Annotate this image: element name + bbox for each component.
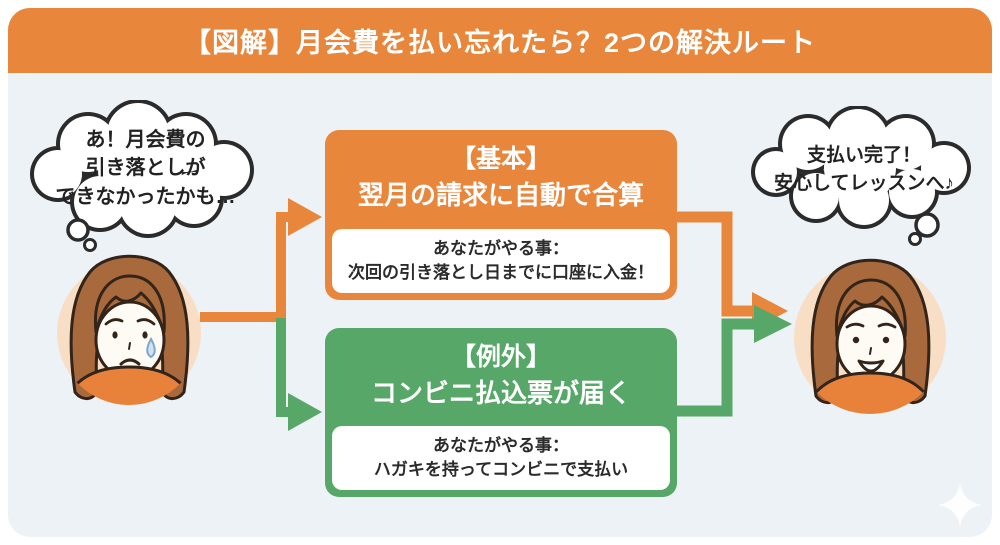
route-box-exception: 【例外】 コンビニ払込票が届く あなたがやる事： ハガキを持ってコンビニで支払い xyxy=(325,328,677,497)
route-basic-title: 【基本】 翌月の請求に自動で合算 xyxy=(325,130,677,226)
route-exception-action-label: あなたがやる事： xyxy=(433,436,569,456)
left-eye xyxy=(852,336,860,344)
thought-bubble-right: 支払い完了！ 安心してレッスンへ♪ xyxy=(750,106,978,248)
tear-drop xyxy=(146,336,156,359)
route-basic-heading: 翌月の請求に自動で合算 xyxy=(357,180,644,211)
bubble-tail-dot-large xyxy=(66,218,90,242)
route-exception-action-panel: あなたがやる事： ハガキを持ってコンビニで支払い xyxy=(332,426,670,490)
thought-cloud-icon xyxy=(30,100,254,252)
thought-bubble-left: あ！月会費の 引き落としが できなかったかも… xyxy=(28,100,263,252)
hair-bangs xyxy=(93,274,166,334)
route-box-basic: 【基本】 翌月の請求に自動で合算 あなたがやる事： 次回の引き落とし日までに口座… xyxy=(325,130,677,300)
route-basic-action-text: 次回の引き落とし日までに口座に入金！ xyxy=(348,263,654,282)
left-bubble-text: あ！月会費の 引き落としが できなかったかも… xyxy=(55,129,236,208)
left-eye xyxy=(112,331,118,339)
page-title: 【図解】月会費を払い忘れたら？2つの解決ルート xyxy=(183,28,816,58)
thought-cloud-icon xyxy=(751,106,971,246)
bubble-tail-dot-small xyxy=(908,232,922,246)
route-basic-action-panel: あなたがやる事： 次回の引き落とし日までに口座に入金！ xyxy=(332,229,670,293)
nose xyxy=(128,342,131,350)
right-eye xyxy=(142,331,148,339)
route-exception-tag: 【例外】 xyxy=(450,343,551,372)
right-eyebrow xyxy=(136,318,156,326)
hair-bangs xyxy=(834,278,907,338)
route-basic-tag: 【基本】 xyxy=(450,145,551,174)
route-basic-action-label: あなたがやる事： xyxy=(433,239,569,259)
worried-woman-illustration xyxy=(57,254,201,405)
route-exception-action-text: ハガキを持ってコンビニで支払い xyxy=(373,460,629,479)
sparkle-icon xyxy=(938,483,982,527)
nose xyxy=(869,347,872,355)
right-eyebrow xyxy=(877,322,897,329)
route-exception-title: 【例外】 コンビニ払込票が届く xyxy=(325,328,677,424)
right-eye xyxy=(882,336,890,344)
title-banner: 【図解】月会費を払い忘れたら？2つの解決ルート xyxy=(8,8,992,73)
smile-mouth xyxy=(857,359,885,373)
left-eyebrow xyxy=(845,322,865,329)
route-exception-heading: コンビニ払込票が届く xyxy=(370,378,631,409)
right-bubble-text: 支払い完了！ 安心してレッスンへ♪ xyxy=(774,145,954,194)
bubble-tail-dot-small xyxy=(83,238,97,252)
bubble-tail-dot-large xyxy=(914,212,940,238)
sad-mouth xyxy=(119,358,141,366)
happy-woman-illustration xyxy=(794,258,946,414)
left-eyebrow xyxy=(104,318,124,326)
